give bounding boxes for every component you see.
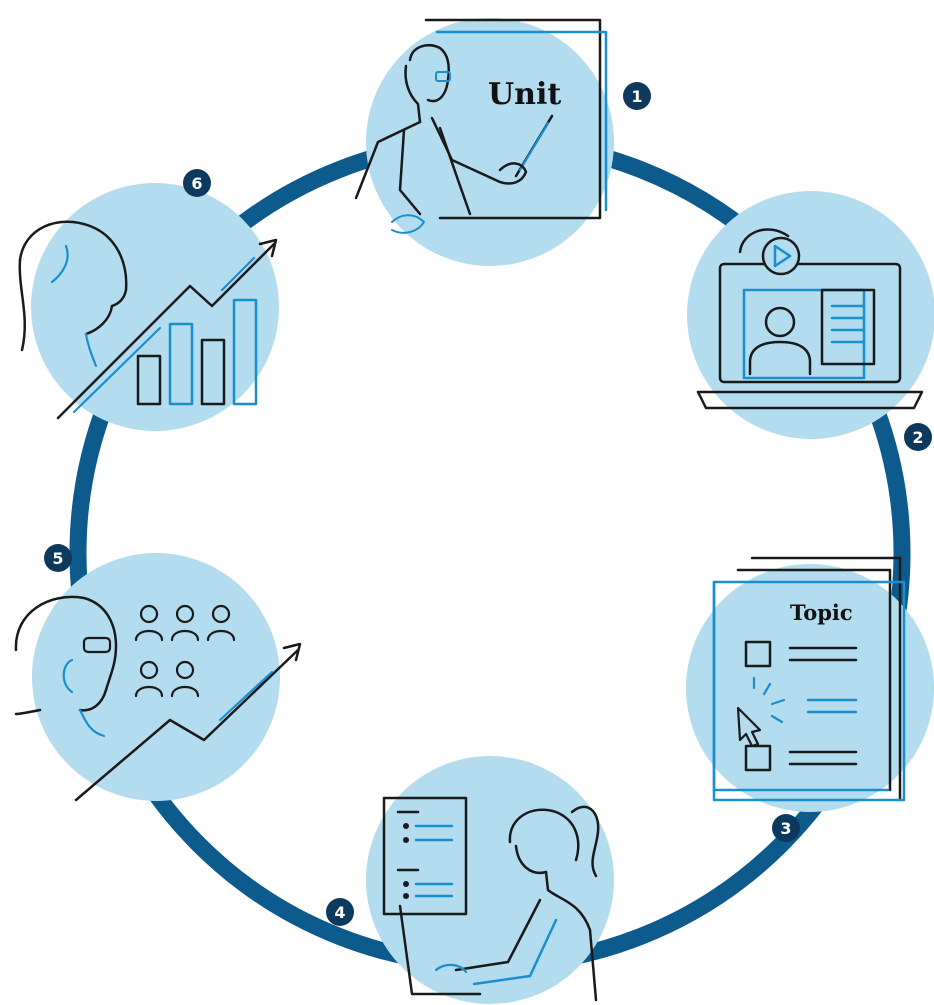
step-1-number: 1 [631, 87, 642, 106]
step-5-badge: 5 [44, 544, 72, 572]
step-5-number: 5 [52, 549, 63, 568]
step-1: Unit 1 [354, 18, 651, 266]
step-1-badge: 1 [623, 82, 651, 110]
step-5: 5 [14, 544, 302, 802]
laptop-video-lesson-icon [696, 228, 924, 410]
step-3-number: 3 [780, 819, 791, 838]
step-2-badge: 2 [904, 423, 932, 451]
step-5-circle [32, 553, 280, 801]
teacher-group-progress-icon [14, 595, 302, 802]
step-4: 4 [326, 756, 614, 1004]
student-working-laptop-icon [382, 796, 600, 1002]
step-3-badge: 3 [772, 814, 800, 842]
step-6-circle [31, 183, 279, 431]
step-1-label: Unit [488, 77, 561, 112]
step-2-number: 2 [912, 428, 923, 447]
step-4-number: 4 [334, 903, 345, 922]
teacher-presenting-icon [354, 18, 608, 234]
step-3: Topic 3 [686, 556, 934, 842]
step-1-circle [366, 18, 614, 266]
growth-analytics-icon [18, 220, 278, 420]
step-2-circle [687, 191, 934, 439]
step-6-badge: 6 [183, 169, 211, 197]
step-4-badge: 4 [326, 898, 354, 926]
step-3-circle [686, 564, 934, 812]
step-2: 2 [687, 191, 934, 451]
topic-checklist-icon [712, 556, 906, 802]
step-6-number: 6 [191, 174, 202, 193]
step-3-label: Topic [790, 600, 853, 625]
step-6: 6 [18, 169, 279, 431]
step-4-circle [366, 756, 614, 1004]
